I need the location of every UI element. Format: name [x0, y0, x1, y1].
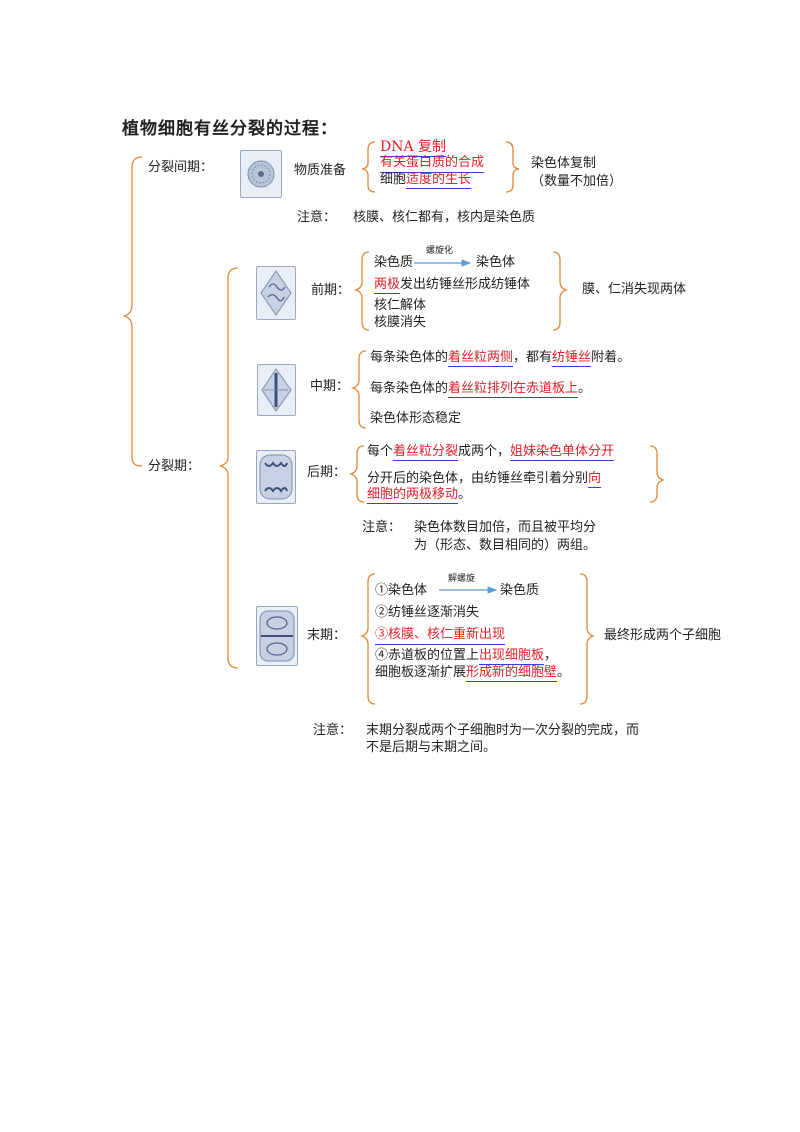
prophase-cell-image — [256, 266, 296, 320]
prophase-label: 前期： — [311, 283, 351, 298]
telophase-cell-image — [256, 606, 298, 666]
prophase-to: 染色体 — [476, 255, 516, 270]
metaphase-line-2: 每条染色体的着丝粒排列在赤道板上。 — [370, 381, 592, 398]
telophase-note-2: 不是后期与末期之间。 — [366, 740, 497, 755]
anaphase-cell-icon — [259, 454, 293, 500]
anaphase-l2-text: 分开后的染色体，由纺锤丝牵引着分别 — [367, 471, 589, 486]
telophase-l4-suffix: ， — [544, 648, 558, 663]
interphase-bracket-left — [361, 141, 376, 193]
anaphase-centromere-split: 着丝粒分裂 — [393, 444, 459, 461]
interphase-note-label: 注意： — [297, 210, 337, 225]
interphase-item-dna: DNA 复制 — [380, 139, 447, 157]
interphase-result-2: （数量不加倍） — [531, 174, 623, 189]
growth-highlight: 适度的生长 — [406, 172, 472, 189]
prep-label: 物质准备 — [294, 163, 347, 178]
anaphase-line-1: 每个着丝粒分裂成两个，姐妹染色单体分开 — [367, 444, 615, 461]
anaphase-line-3: 细胞的两极移动。 — [367, 487, 472, 504]
anaphase-bracket-right — [649, 445, 666, 503]
interphase-result-1: 染色体复制 — [531, 156, 597, 171]
telophase-cell-icon — [259, 610, 295, 662]
metaphase-spindle: 纺锤丝 — [552, 350, 592, 367]
telophase-line-3: ③核膜、核仁重新出现 — [375, 627, 506, 645]
mitosis-label: 分裂期： — [148, 459, 201, 474]
anaphase-bracket-left — [348, 445, 365, 503]
metaphase-l1-prefix: 每条染色体的 — [370, 350, 449, 365]
telophase-line-1-b: 染色质 — [500, 583, 540, 598]
interphase-bracket-right — [505, 141, 520, 193]
prophase-arrow-label: 螺旋化 — [426, 246, 454, 256]
anaphase-note-label: 注意： — [362, 520, 402, 535]
anaphase-poles-move: 细胞的两极移动 — [367, 487, 459, 504]
interphase-label: 分裂间期： — [148, 160, 214, 175]
telophase-cell-wall: 形成新的细胞壁 — [466, 665, 558, 682]
prophase-poles: 两极 — [374, 277, 401, 294]
prophase-line-2: 两极发出纺锤丝形成纺锤体 — [374, 277, 531, 294]
prophase-line-4: 核膜消失 — [374, 315, 427, 330]
interphase-item-growth: 细胞适度的生长 — [380, 172, 472, 189]
metaphase-line-3: 染色体形态稳定 — [370, 411, 462, 426]
prophase-result: 膜、仁消失现两体 — [582, 282, 687, 297]
telophase-arrow-label: 解螺旋 — [448, 574, 476, 584]
metaphase-l2-suffix: 。 — [578, 381, 592, 396]
anaphase-l3-suffix: 。 — [458, 487, 472, 502]
telophase-l5-prefix: 细胞板逐渐扩展 — [375, 665, 467, 680]
telophase-cell-plate: 出现细胞板 — [479, 648, 545, 665]
telophase-result: 最终形成两个子细胞 — [604, 628, 722, 643]
anaphase-note-2: 为（形态、数目相同的）两组。 — [414, 538, 597, 553]
outer-bracket — [123, 156, 143, 467]
metaphase-l1-suffix: 附着。 — [591, 350, 631, 365]
metaphase-centromere: 着丝粒两侧 — [448, 350, 514, 367]
metaphase-label: 中期： — [310, 379, 350, 394]
metaphase-line-1: 每条染色体的着丝粒两侧，都有纺锤丝附着。 — [370, 350, 631, 367]
metaphase-l1-mid: ，都有 — [513, 350, 553, 365]
telophase-line-5: 细胞板逐渐扩展形成新的细胞壁。 — [375, 665, 571, 682]
telophase-label: 末期： — [307, 628, 347, 643]
anaphase-line-2: 分开后的染色体，由纺锤丝牵引着分别向 — [367, 471, 602, 488]
metaphase-l2-prefix: 每条染色体的 — [370, 381, 449, 396]
telophase-note-label: 注意： — [313, 723, 353, 738]
interphase-note: 核膜、核仁都有，核内是染色质 — [353, 210, 536, 225]
telophase-line-1-a: ①染色体 — [375, 583, 428, 598]
page-title: 植物细胞有丝分裂的过程： — [122, 119, 338, 139]
prophase-spindle-text: 发出纺锤丝形成纺锤体 — [400, 277, 531, 292]
telophase-bracket-left — [359, 573, 376, 705]
prophase-cell-icon — [260, 270, 292, 316]
growth-prefix: 细胞 — [380, 172, 407, 187]
prophase-line-3: 核仁解体 — [374, 298, 427, 313]
anaphase-l1-mid: 成两个， — [458, 444, 511, 459]
mitosis-bracket — [219, 267, 239, 669]
anaphase-chromatids-separate: 姐妹染色单体分开 — [510, 444, 615, 461]
anaphase-cell-image — [256, 450, 296, 504]
interphase-cell-image — [240, 150, 282, 198]
telophase-bracket-right — [579, 573, 596, 705]
metaphase-bracket — [350, 350, 367, 429]
interphase-item-protein: 有关蛋白质的合成 — [380, 155, 485, 173]
anaphase-l2-toward: 向 — [588, 471, 602, 488]
metaphase-cell-icon — [261, 368, 292, 412]
prophase-bracket-left — [353, 251, 370, 331]
anaphase-note-1: 染色体数目加倍，而且被平均分 — [414, 520, 597, 535]
telophase-l5-suffix: 。 — [557, 665, 571, 680]
anaphase-l1-prefix: 每个 — [367, 444, 394, 459]
prophase-from: 染色质 — [374, 255, 414, 270]
metaphase-plate: 着丝粒排列在赤道板上 — [448, 381, 579, 398]
telophase-line-2: ②纺锤丝逐渐消失 — [375, 605, 480, 620]
anaphase-label: 后期： — [307, 465, 347, 480]
telophase-note-1: 末期分裂成两个子细胞时为一次分裂的完成，而 — [366, 723, 640, 738]
interphase-cell-icon — [247, 160, 275, 188]
metaphase-cell-image — [257, 364, 296, 416]
prophase-bracket-right — [552, 251, 569, 331]
telophase-line-4: ④赤道板的位置上出现细胞板， — [375, 648, 558, 665]
telophase-l4-prefix: ④赤道板的位置上 — [375, 648, 480, 663]
